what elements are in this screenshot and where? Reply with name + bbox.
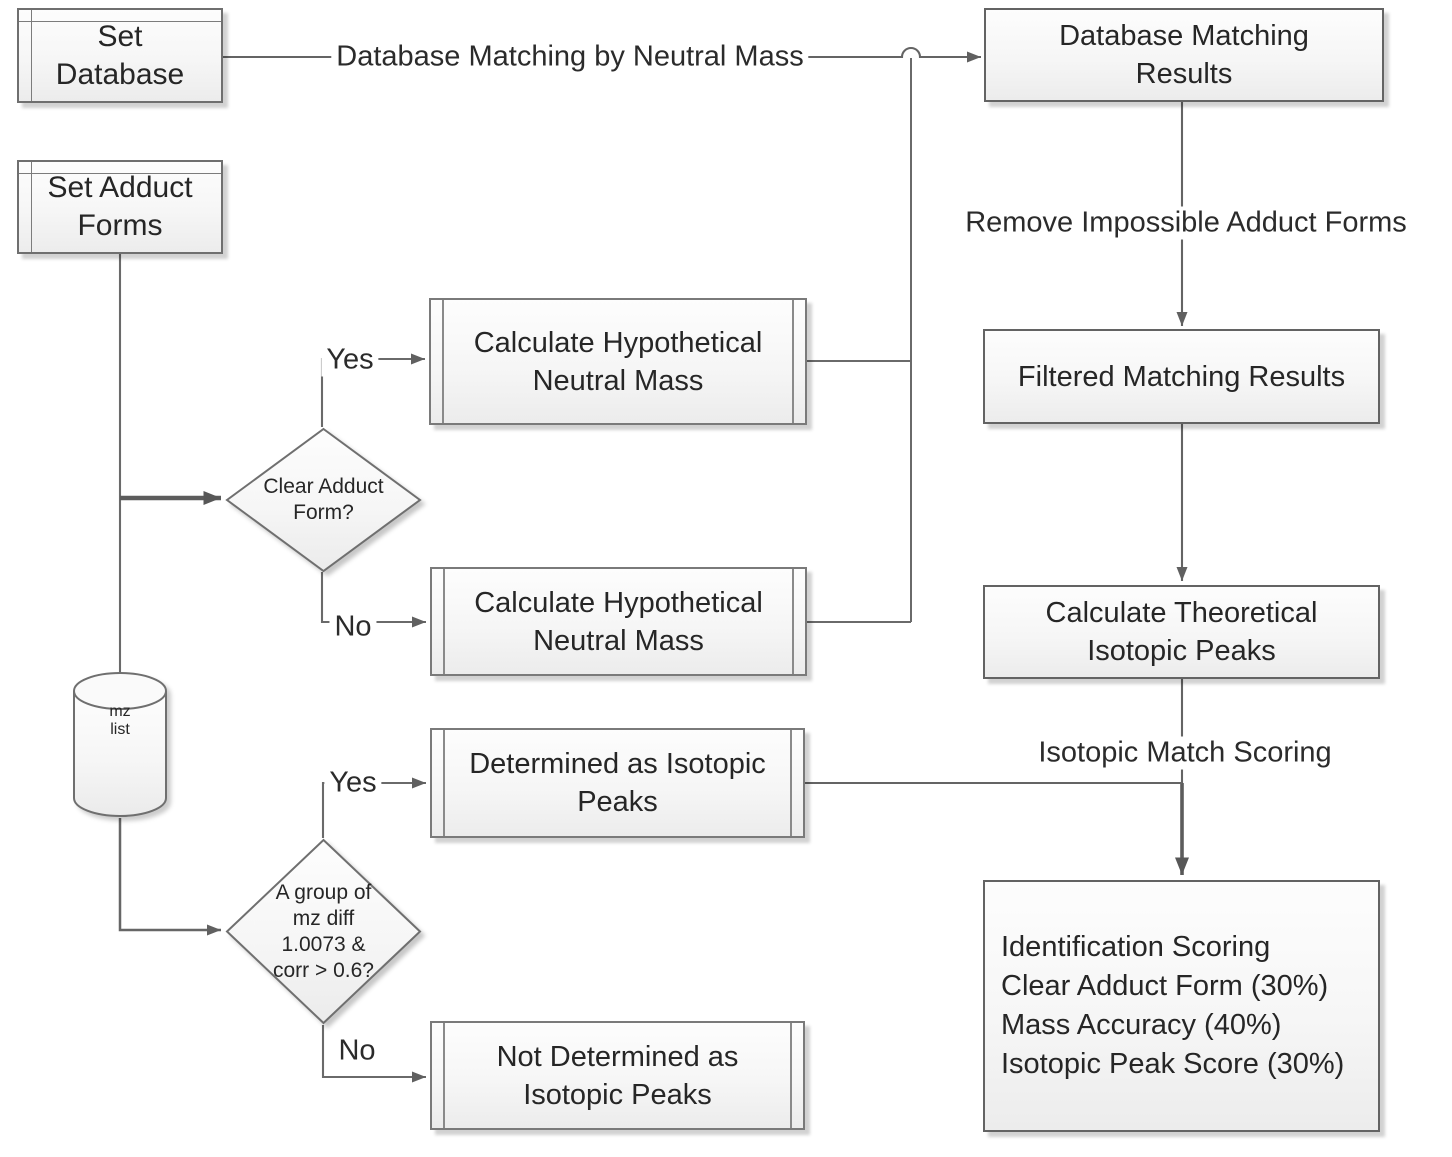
subroutine-bar-right — [790, 730, 792, 836]
node-label: Calculate Hypothetical Neutral Mass — [473, 326, 763, 397]
node-label: Set Database — [55, 19, 185, 91]
edge-mzlist-to-group-decision — [118, 818, 221, 936]
node-set-adduct-forms: Set Adduct Forms — [17, 160, 223, 254]
edge-group-no — [321, 1025, 426, 1083]
node-calculate-hypothetical-neutral-mass-no: Calculate Hypothetical Neutral Mass — [430, 567, 807, 676]
node-calculate-theoretical-isotopic-peaks: Calculate Theoretical Isotopic Peaks — [983, 585, 1380, 679]
edge-clearadduct-no — [320, 572, 426, 628]
decision-label: A group of mz diff 1.0073 & corr > 0.6? — [273, 880, 374, 982]
cylinder-shape — [73, 672, 167, 817]
decision-clear-adduct-form: Clear Adduct Form? — [225, 427, 422, 573]
subroutine-bar-left — [443, 569, 445, 674]
subroutine-bar-left — [443, 730, 445, 836]
node-label: Database Matching Results — [1059, 20, 1309, 90]
node-label: Set Adduct Forms — [47, 171, 193, 242]
decision-mz-group: A group of mz diff 1.0073 & corr > 0.6? — [225, 838, 422, 1025]
edge-label-remove-impossible-adduct-forms: Remove Impossible Adduct Forms — [960, 206, 1412, 240]
node-calculate-hypothetical-neutral-mass-yes: Calculate Hypothetical Neutral Mass — [429, 298, 807, 425]
subroutine-bar-right — [792, 569, 794, 674]
node-database-matching-results: Database Matching Results — [984, 8, 1384, 102]
subroutine-bar-left — [442, 300, 444, 423]
node-identification-scoring: Identification Scoring Clear Adduct Form… — [983, 880, 1380, 1132]
node-label: Filtered Matching Results — [1017, 360, 1346, 393]
edge-label-clear-adduct-no: No — [329, 610, 377, 644]
edge-label-mz-group-no: No — [333, 1034, 381, 1068]
node-label: mz list — [109, 703, 131, 738]
edge-label-clear-adduct-yes: Yes — [321, 343, 379, 377]
edge-label-database-matching-by-neutral-mass: Database Matching by Neutral Mass — [331, 40, 809, 74]
edge-label-isotopic-match-scoring: Isotopic Match Scoring — [1033, 736, 1337, 770]
node-label: Calculate Hypothetical Neutral Mass — [474, 586, 763, 657]
subroutine-bar-right — [792, 300, 794, 423]
decision-label: Clear Adduct Form? — [263, 475, 384, 524]
node-mz-list: mz list — [72, 671, 168, 818]
node-label: Calculate Theoretical Isotopic Peaks — [1045, 597, 1318, 667]
node-label: Not Determined as Isotopic Peaks — [496, 1040, 739, 1111]
node-set-database: Set Database — [17, 8, 223, 103]
node-label: Determined as Isotopic Peaks — [469, 748, 766, 818]
node-not-determined-as-isotopic-peaks: Not Determined as Isotopic Peaks — [430, 1021, 805, 1130]
edge-group-yes — [321, 777, 426, 838]
node-filtered-matching-results: Filtered Matching Results — [983, 329, 1380, 424]
header-divider-col — [31, 10, 32, 101]
edge-setdatabase-to-dbresults — [223, 46, 981, 63]
header-divider-row — [19, 21, 221, 22]
node-label: Identification Scoring Clear Adduct Form… — [1001, 931, 1345, 1080]
diamond-shape — [225, 838, 422, 1025]
edge-label-mz-group-yes: Yes — [324, 766, 382, 800]
subroutine-bar-right — [790, 1023, 792, 1128]
header-divider-col — [31, 162, 32, 252]
diamond-shape — [225, 427, 422, 573]
header-divider-row — [19, 173, 221, 174]
node-determined-as-isotopic-peaks: Determined as Isotopic Peaks — [430, 728, 805, 838]
subroutine-bar-left — [443, 1023, 445, 1128]
